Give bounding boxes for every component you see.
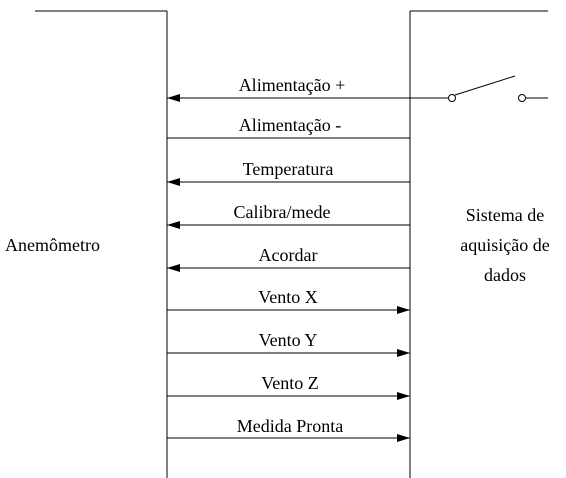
arrowhead-right-icon [397, 349, 410, 357]
signal-line-temperature [167, 178, 410, 186]
signal-label-wind-z: Vento Z [261, 373, 319, 393]
signal-line-calibrate [167, 221, 410, 229]
arrowhead-left-icon [167, 221, 180, 229]
signal-label-power-plus: Alimentação + [239, 75, 346, 95]
arrowhead-left-icon [167, 264, 180, 272]
signal-label-measure-ready: Medida Pronta [237, 416, 343, 436]
signal-line-wind-y [167, 349, 410, 357]
signal-label-power-minus: Alimentação - [239, 115, 341, 135]
acquisition-label-line-3: dados [484, 265, 526, 285]
signal-line-wind-x [167, 306, 410, 314]
switch-contact-left [448, 94, 456, 102]
anemometer-label: Anemômetro [5, 235, 100, 255]
signal-label-wind-x: Vento X [258, 287, 318, 307]
acquisition-label-line-1: Sistema de [466, 205, 545, 225]
signal-label-wake: Acordar [259, 245, 318, 265]
signal-label-wind-y: Vento Y [259, 330, 318, 350]
signal-label-calibrate: Calibra/mede [234, 202, 331, 222]
arrowhead-right-icon [397, 434, 410, 442]
arrowhead-right-icon [397, 392, 410, 400]
power-switch [448, 75, 548, 102]
arrowhead-left-icon [167, 94, 180, 102]
signal-label-temperature: Temperatura [243, 159, 334, 179]
switch-lever [454, 75, 516, 96]
signal-line-power-plus [167, 94, 449, 102]
signal-line-wind-z [167, 392, 410, 400]
signal-line-wake [167, 264, 410, 272]
signal-line-measure-ready [167, 434, 410, 442]
switch-contact-right [518, 94, 526, 102]
arrowhead-left-icon [167, 178, 180, 186]
arrowhead-right-icon [397, 306, 410, 314]
acquisition-label-line-2: aquisição de [460, 235, 549, 255]
